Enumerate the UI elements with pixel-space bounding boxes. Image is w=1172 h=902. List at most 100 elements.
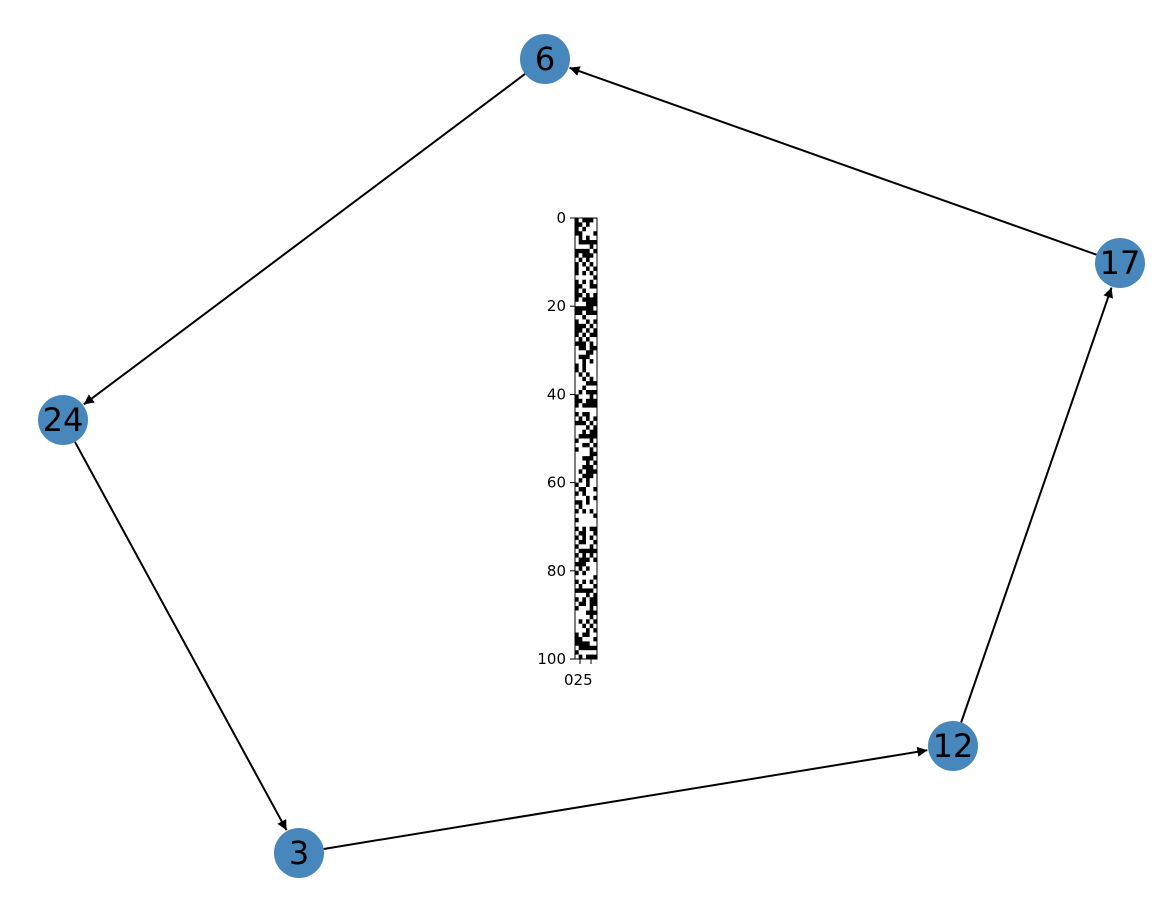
matrix-cell bbox=[575, 469, 579, 475]
matrix-cell bbox=[593, 495, 597, 501]
node-3[interactable]: 3 bbox=[274, 828, 324, 878]
matrix-cell bbox=[589, 425, 594, 430]
matrix-cell bbox=[593, 513, 597, 519]
matrix-cell bbox=[578, 323, 583, 329]
matrix-cell bbox=[589, 442, 594, 448]
matrix-cell bbox=[593, 345, 597, 351]
matrix-cell bbox=[582, 597, 587, 602]
matrix-cell bbox=[582, 561, 587, 567]
matrix-cell bbox=[593, 522, 597, 527]
matrix-cell bbox=[593, 570, 597, 576]
matrix-cell bbox=[589, 359, 594, 364]
matrix-cell bbox=[586, 297, 590, 303]
matrix-cell bbox=[593, 253, 597, 258]
matrix-cell bbox=[593, 526, 597, 532]
matrix-cell bbox=[575, 235, 579, 241]
matrix-cell bbox=[589, 284, 594, 289]
matrix-cell bbox=[582, 464, 587, 470]
matrix-cell bbox=[578, 553, 583, 558]
matrix-cell bbox=[575, 244, 579, 250]
matrix-cell bbox=[578, 588, 583, 594]
matrix-cell bbox=[593, 407, 597, 413]
y-tick-label: 100 bbox=[537, 650, 566, 668]
matrix-cell bbox=[578, 284, 583, 289]
matrix-cell bbox=[586, 495, 590, 501]
matrix-cell bbox=[575, 253, 579, 258]
matrix-cell bbox=[586, 328, 590, 333]
matrix-cell bbox=[575, 301, 579, 307]
matrix-cell bbox=[578, 482, 583, 488]
node-24[interactable]: 24 bbox=[38, 395, 88, 445]
matrix-cell bbox=[582, 539, 587, 545]
matrix-cell bbox=[589, 456, 594, 461]
matrix-cell bbox=[586, 319, 590, 325]
matrix-cell bbox=[582, 218, 587, 223]
matrix-cell bbox=[589, 407, 594, 413]
matrix-cell bbox=[589, 235, 594, 241]
matrix-cell bbox=[575, 275, 579, 281]
matrix-cell bbox=[575, 460, 579, 466]
node-6[interactable]: 6 bbox=[520, 34, 570, 84]
matrix-cell bbox=[586, 557, 590, 563]
matrix-cell bbox=[578, 363, 583, 369]
node-17[interactable]: 17 bbox=[1095, 238, 1145, 288]
matrix-cell bbox=[586, 610, 590, 616]
node-label: 6 bbox=[535, 40, 555, 78]
matrix-cell bbox=[586, 509, 590, 514]
matrix-cell bbox=[578, 292, 583, 298]
matrix-cell bbox=[589, 588, 594, 594]
matrix-cell bbox=[578, 407, 583, 413]
node-12[interactable]: 12 bbox=[928, 721, 978, 771]
matrix-cell bbox=[593, 469, 597, 475]
matrix-cell bbox=[578, 570, 583, 576]
matrix-cell bbox=[582, 451, 587, 457]
matrix-cell bbox=[575, 222, 579, 228]
matrix-cell bbox=[578, 491, 583, 497]
matrix-cell bbox=[586, 491, 590, 497]
matrix-cell bbox=[593, 641, 597, 647]
matrix-cell bbox=[582, 345, 587, 351]
matrix-cell bbox=[589, 460, 594, 466]
matrix-cell bbox=[575, 257, 579, 263]
matrix-cell bbox=[586, 614, 590, 620]
matrix-cell bbox=[586, 218, 590, 223]
matrix-cell bbox=[582, 553, 587, 558]
matrix-cell bbox=[586, 244, 590, 250]
matrix-cell bbox=[582, 438, 587, 444]
matrix-cell bbox=[593, 500, 597, 505]
matrix-cell bbox=[582, 297, 587, 303]
matrix-cell bbox=[593, 226, 597, 232]
matrix-cell bbox=[575, 266, 579, 272]
matrix-cell bbox=[586, 438, 590, 444]
matrix-cell bbox=[589, 579, 594, 585]
matrix-cell bbox=[586, 332, 590, 338]
matrix-cell bbox=[586, 553, 590, 558]
matrix-cell bbox=[578, 478, 583, 483]
matrix-cell bbox=[593, 363, 597, 369]
matrix-cell bbox=[575, 337, 579, 342]
matrix-cell bbox=[589, 566, 594, 572]
y-tick-label: 60 bbox=[547, 474, 566, 492]
edge-17-to-6 bbox=[569, 66, 1097, 256]
matrix-cell bbox=[593, 623, 597, 629]
matrix-cell bbox=[586, 478, 590, 483]
matrix-cell bbox=[575, 323, 579, 329]
matrix-cell bbox=[578, 579, 583, 585]
matrix-cell bbox=[586, 531, 590, 536]
matrix-cell bbox=[575, 341, 579, 347]
matrix-cell bbox=[586, 222, 590, 228]
matrix-cell bbox=[589, 478, 594, 483]
matrix-cell bbox=[582, 487, 587, 492]
matrix-cell bbox=[578, 509, 583, 514]
matrix-cell bbox=[582, 403, 587, 408]
matrix-cell bbox=[582, 240, 587, 245]
matrix-cell bbox=[582, 244, 587, 250]
matrix-cell bbox=[582, 460, 587, 466]
matrix-cell bbox=[586, 270, 590, 276]
matrix-cell bbox=[589, 614, 594, 620]
matrix-cell bbox=[582, 341, 587, 347]
matrix-cell bbox=[578, 597, 583, 602]
matrix-cell bbox=[582, 531, 587, 536]
matrix-cell bbox=[582, 315, 587, 320]
matrix-cell bbox=[586, 636, 590, 642]
